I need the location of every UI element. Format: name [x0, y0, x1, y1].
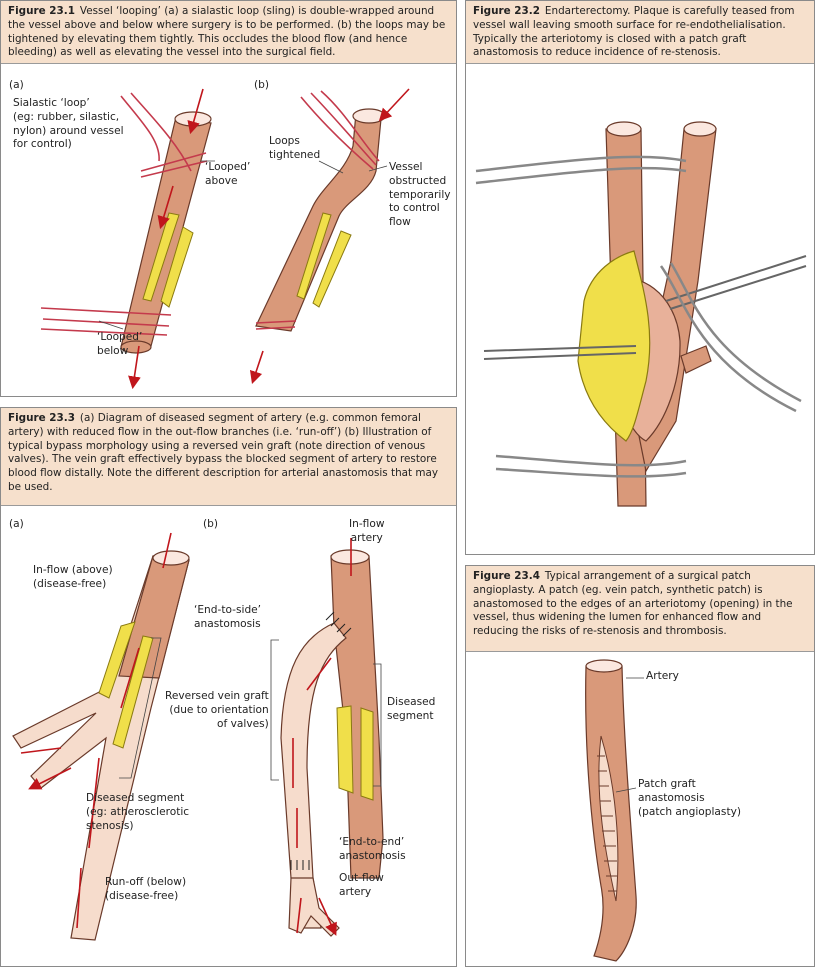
loop-a-below [40, 307, 172, 336]
fig1-panel-b-label: (b) [254, 79, 269, 91]
diseased-bracket-b [373, 663, 382, 787]
plaque-b-left [296, 212, 332, 300]
figure-23-3-illustration [12, 532, 384, 967]
fig1-looped-below-label: ‘Looped’ below [97, 331, 143, 357]
caption-text: Vessel ‘looping’ (a) a sialastic loop (s… [8, 5, 446, 59]
fig4-artery-label: Artery [646, 670, 679, 682]
end-to-end-sutures [290, 860, 310, 870]
loop-b-below [255, 320, 297, 330]
flow-arrow-b1 [378, 88, 410, 122]
fig3-diseased-segment-a-label: Diseased segment (eg: atherosclerotic st… [86, 792, 190, 832]
flow-arrow-a3 [128, 345, 141, 390]
graft-bracket [270, 639, 279, 781]
patch-sutures [597, 755, 617, 892]
end-to-side-sutures [325, 611, 352, 637]
loop-a-above [120, 92, 208, 178]
fig3-outflow-artery-label: Out-flow artery [339, 872, 384, 898]
figure-number: Figure 23.4 [473, 570, 540, 582]
flow-arrow-a1 [187, 88, 204, 135]
clamp-top [475, 155, 687, 185]
loops-tightened-b [300, 90, 380, 170]
fig3-inflow-above-label: In-flow (above) (disease-free) [33, 564, 113, 590]
plaque-a-right [160, 226, 194, 308]
plaque-b3-right [360, 707, 374, 801]
plaque-a3 [98, 621, 136, 699]
artery-a-upper [118, 555, 190, 679]
figure-23-2-illustration [475, 121, 807, 507]
figure-number: Figure 23.3 [8, 412, 75, 424]
fig1-panel-a-label: (a) [9, 79, 24, 91]
fig3-end-to-side-label: ‘End-to-side’ anastomosis [194, 604, 262, 630]
caption-text: Typical arrangement of a surgical patch … [473, 570, 793, 638]
dissector [483, 345, 637, 360]
fig1-looped-above-label: ‘Looped’ above [205, 161, 251, 187]
plaque-b-right [312, 230, 352, 308]
fig1-loop-label: Sialastic ‘loop’ (eg: rubber, silastic, … [13, 97, 124, 151]
fig1-loops-tightened-label: Loops tightened [269, 135, 321, 161]
flow-arrow-a2 [157, 185, 174, 230]
clamp-right [659, 262, 802, 413]
fig3-runoff-label: Run-off (below) (disease-free) [105, 876, 187, 902]
plaque-a-left [142, 212, 180, 302]
flow-arrow-b2 [249, 350, 264, 385]
figure-23-4-illustration [585, 659, 644, 962]
clamp-bottom [495, 454, 687, 478]
fig3-inflow-artery-label: In-flow artery [349, 518, 385, 544]
diseased-bracket-a [119, 637, 162, 779]
fig4-patch-label: Patch graft anastomosis (patch angioplas… [638, 778, 741, 818]
fig3-reversed-vein-graft-label: Reversed vein graft (due to orientation … [165, 690, 269, 730]
fig3-end-to-end-label: ‘End-to-end’ anastomosis [339, 836, 406, 862]
figure-23-3-caption: Figure 23.3(a) Diagram of diseased segme… [1, 408, 456, 506]
fig3-panel-a-label: (a) [9, 518, 24, 530]
patch-graft [598, 735, 619, 902]
caption-text: (a) Diagram of diseased segment of arter… [8, 412, 439, 494]
fig3-panel-b-label: (b) [203, 518, 218, 530]
vessel-b [255, 112, 382, 332]
figure-number: Figure 23.2 [473, 5, 540, 17]
figure-number: Figure 23.1 [8, 5, 75, 17]
side-branch [680, 345, 712, 374]
vessel-a-bottom-end [120, 340, 152, 354]
figure-23-1-illustration [40, 88, 410, 390]
plaque-b3-left [336, 705, 354, 794]
caption-text: Endarterectomy. Plaque is carefully teas… [473, 5, 795, 59]
plaque-a3-right [112, 635, 154, 749]
fig3-diseased-segment-b-label: Diseased segment [387, 696, 436, 722]
fig1-vessel-obstructed-label: Vessel obstructed temporarily to control… [389, 161, 451, 229]
vessel-b-top-lumen [352, 108, 386, 124]
figure-23-3-panel: Figure 23.3(a) Diagram of diseased segme… [0, 407, 457, 967]
